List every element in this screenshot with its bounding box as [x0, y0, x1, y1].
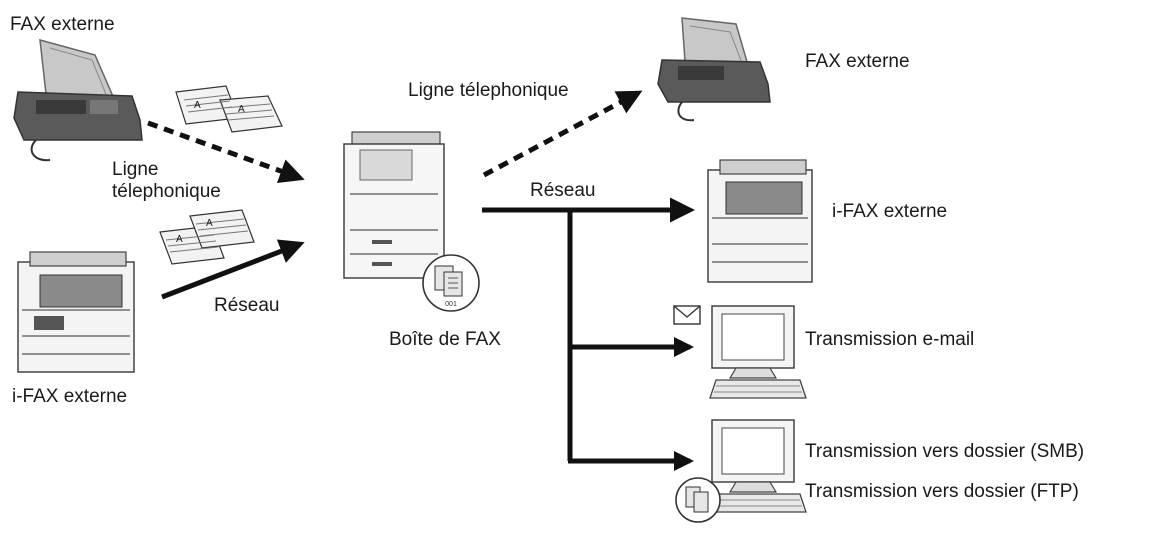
output-smb-label: Transmission vers dossier (SMB)	[805, 441, 1085, 462]
output-ifax-machine-icon	[707, 159, 813, 283]
fax-out-phone-line	[482, 90, 643, 178]
output-network-link-label: Réseau	[530, 180, 596, 201]
email-computer-icon	[709, 305, 807, 399]
center-mfp-icon	[343, 131, 445, 279]
source-ifax-machine-icon	[17, 251, 135, 373]
doc-mark-2: A	[238, 104, 245, 115]
output-ftp-label: Transmission vers dossier (FTP)	[805, 481, 1079, 502]
output-fax-machine-icon	[657, 17, 771, 122]
fax-box-code: 001	[445, 301, 457, 308]
source-fax-documents-icon	[175, 85, 283, 133]
ifax-in-network-line	[161, 239, 305, 300]
source-ifax-documents-icon	[159, 209, 255, 265]
source-fax-machine-icon	[13, 38, 143, 162]
source-fax-link-label: Ligne télephonique	[112, 159, 221, 203]
fax-box-icon: 001	[422, 254, 480, 312]
folder-computer-icon	[709, 419, 807, 513]
network-tree	[482, 197, 695, 471]
folder-box-icon	[675, 477, 721, 523]
output-ifax-label: i-FAX externe	[832, 201, 948, 222]
email-envelope-icon	[673, 305, 701, 325]
source-ifax-link-label: Réseau	[214, 295, 280, 316]
source-ifax-label: i-FAX externe	[12, 386, 128, 407]
fax-box-label: Boîte de FAX	[389, 329, 501, 350]
output-fax-label: FAX externe	[805, 51, 910, 72]
fax-in-phone-line	[147, 120, 305, 183]
output-email-label: Transmission e-mail	[805, 329, 975, 350]
output-fax-link-label: Ligne télephonique	[408, 80, 569, 101]
source-fax-label: FAX externe	[10, 14, 115, 35]
doc-mark-4: A	[206, 218, 213, 229]
doc-mark-1: A	[194, 100, 201, 111]
doc-mark-3: A	[176, 234, 183, 245]
